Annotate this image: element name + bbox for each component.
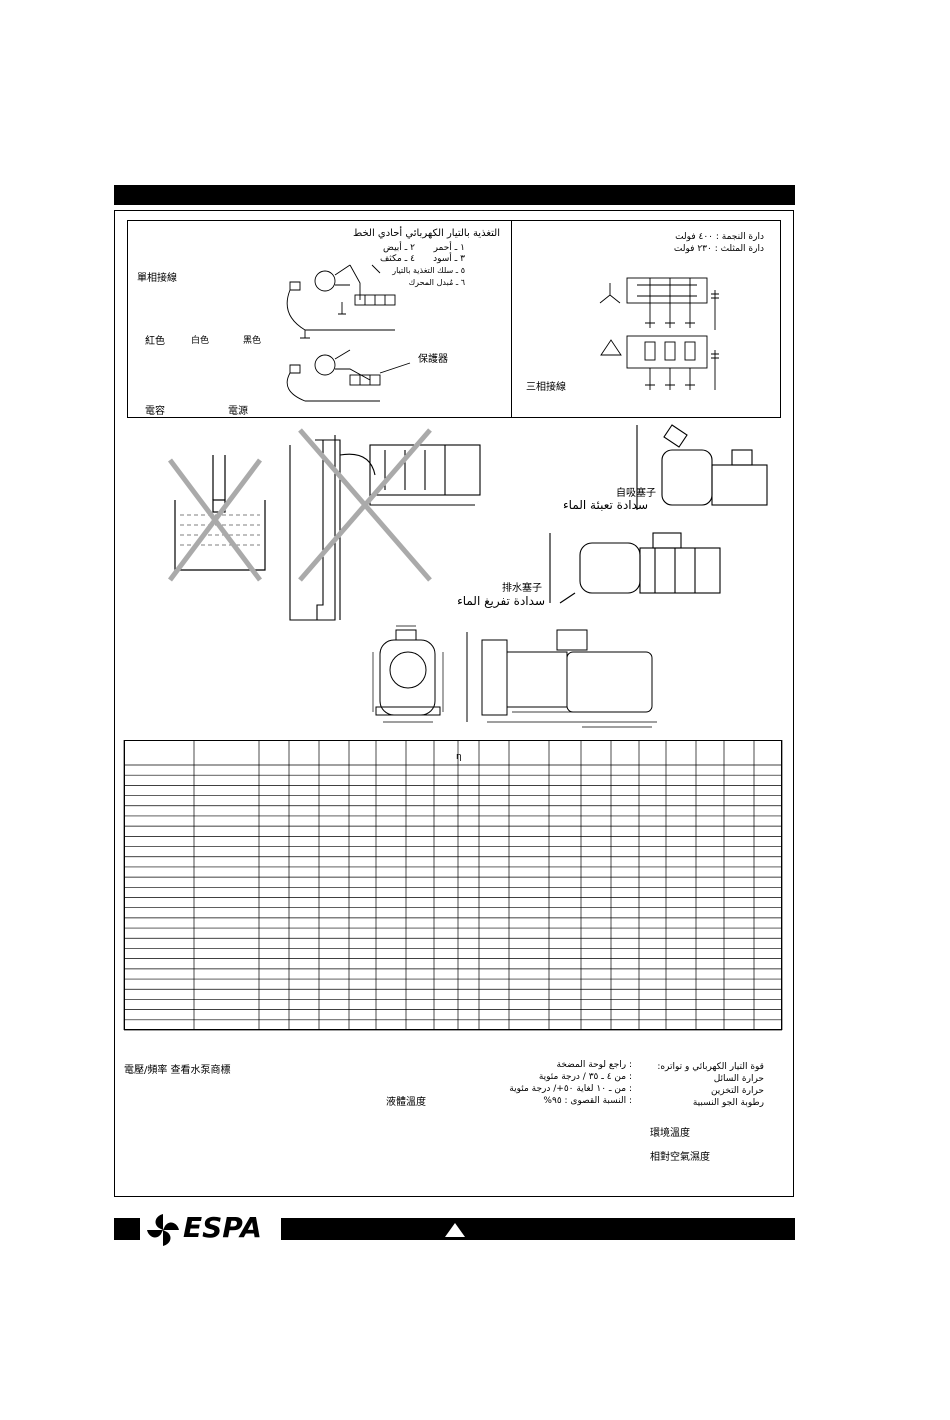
spec-value-4: : النسبة القصوى : ٩٥% [543,1096,632,1106]
voltage-frequency: 電壓/頻率 查看水泵商標 [124,1065,231,1076]
data-table-grid [123,740,783,1031]
single-phase-label: 單相接線 [137,273,177,284]
color-black: 黑色 [243,336,262,346]
delta-voltage: دارة المثلث : ٢٣٠ فولت [673,244,764,254]
relative-humidity: 相對空氣濕度 [650,1152,710,1163]
page-frame [114,210,794,1197]
liquid-temp: 液體溫度 [386,1097,426,1108]
single-phase-diagram [286,264,411,402]
spec-label-2: حرارة السائل [713,1074,764,1084]
spec-value-3: : من ـ ١٠ لغاية ٥٠+/ درجة مئوية [509,1084,632,1094]
three-phase-label: 三相接線 [526,382,566,393]
header-bar [114,185,795,205]
legend-4: ٤ ـ مكثف [379,254,415,264]
spec-label-4: رطوبة الجو النسبية [692,1098,764,1108]
drain-plug-ar: سدادة تفريغ الماء [457,594,545,608]
legend-5: ٥ ـ سلك التغذية بالتيار [392,266,465,275]
wiring-panel [127,220,781,418]
pump-fill [636,424,768,510]
spec-value-1: : راجع لوحة المضخة [556,1060,632,1070]
espa-brand: ESPA [183,1211,262,1244]
fill-plug-cn: 自吸塞子 [616,488,656,499]
single-phase-title: التغذية بالتيار الكهربائي أحادي الخط [352,228,500,239]
spec-value-2: : من ٤ ـ ٣٥ / درجة مئوية [538,1072,632,1082]
wiring-divider [511,220,512,418]
triangle-icon [445,1223,465,1237]
protector-label: 保護器 [418,354,448,365]
legend-3: ٣ ـ أسود [433,254,465,264]
legend-1: ١ ـ أحمر [433,243,465,253]
dimension-front-view [372,625,444,723]
star-voltage: دارة النجمة : ٤٠٠ فولت [675,232,764,242]
eta-header: η [456,752,462,762]
legend-6: ٦ ـ مُبدل المحرك [408,278,465,287]
spec-label-3: حرارة التخزين [710,1086,764,1096]
wrong-install-well [289,428,481,621]
color-red: 紅色 [145,336,165,347]
color-white: 白色 [191,336,210,346]
drain-plug-cn: 排水塞子 [502,583,542,594]
footer-bar-left [114,1218,140,1240]
three-phase-diagram [599,277,719,390]
footer-bar-right [281,1218,795,1240]
legend-2: ٢ ـ أبيض [383,243,415,253]
spec-label-1: قوة التيار الكهربائي و تواتره: [657,1062,764,1072]
fill-plug-ar: سدادة تعبئة الماء [563,498,648,512]
data-table [124,740,782,1030]
wrong-install-tank [168,455,266,582]
capacitor-label: 電容 [145,406,165,417]
ambient-temp: 環境溫度 [650,1128,690,1139]
pump-drain [549,532,721,604]
power-label: 電源 [228,406,248,417]
espa-logo-icon [147,1214,179,1246]
dimension-side-view [466,629,657,728]
